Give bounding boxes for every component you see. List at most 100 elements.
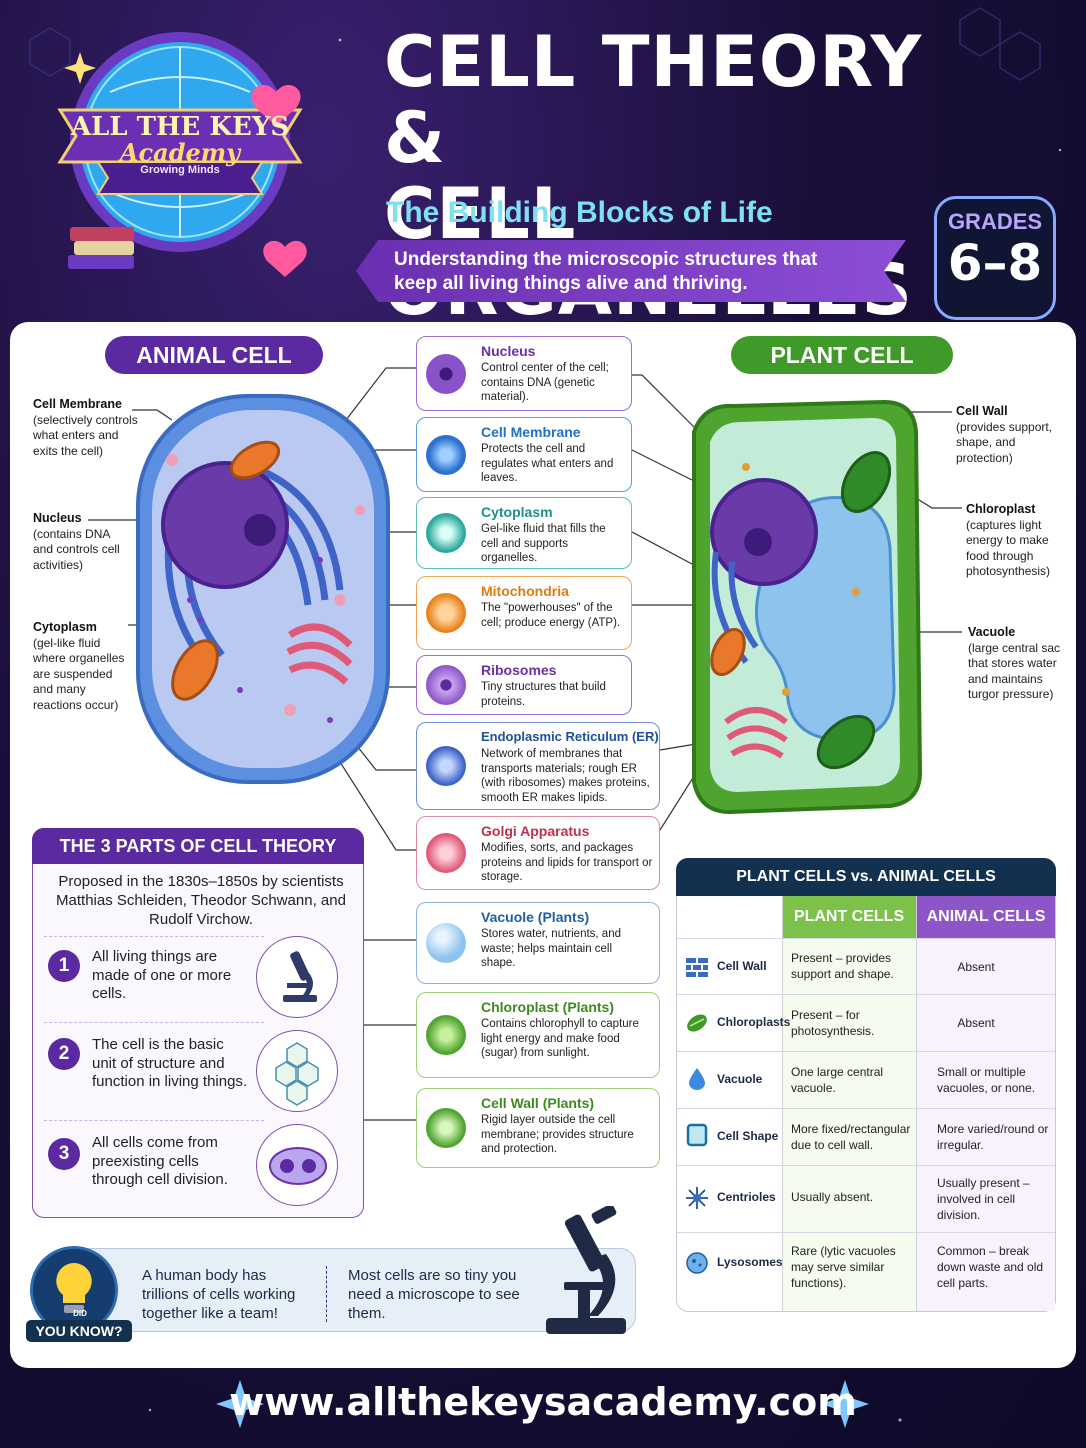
organelle-card-endoplasmic-reticulum: Endoplasmic Reticulum (ER) Network of me… xyxy=(416,722,660,810)
logo-text-academy: Academy xyxy=(119,138,241,167)
row-plant-value: One large central vacuole. xyxy=(791,1065,884,1095)
ribosomes-icon xyxy=(426,665,466,705)
subtitle-banner xyxy=(356,240,906,302)
microscope-icon xyxy=(256,936,338,1018)
microscope-icon xyxy=(546,1206,626,1334)
card-desc: Gel-like fluid that fills the cell and s… xyxy=(481,523,606,564)
card-desc: Network of membranes that transports mat… xyxy=(481,748,650,804)
divider xyxy=(782,896,783,1311)
row-animal-value: Absent xyxy=(957,1016,995,1030)
row-plant-value: Present – provides support and shape. xyxy=(791,951,894,981)
banner-text: Understanding the microscopic structures… xyxy=(394,248,884,296)
plant-label-vacuole: Vacuole (large central sac that stores w… xyxy=(968,625,1068,703)
chloroplast-icon xyxy=(426,1015,466,1055)
organelle-card-nucleus: Nucleus Control center of the cell; cont… xyxy=(416,336,632,411)
label-desc: (gel-like fluid where organelles are sus… xyxy=(33,635,125,712)
grades-badge: GRADES 6–8 xyxy=(934,196,1056,320)
card-desc: Modifies, sorts, and packages proteins a… xyxy=(481,842,653,883)
organelle-card-cell-wall: Cell Wall (Plants) Rigid layer outside t… xyxy=(416,1088,660,1168)
row-feature: Cell Shape xyxy=(717,1129,779,1143)
cell-division-icon xyxy=(256,1124,338,1206)
table-row: Lysosomes Rare (lytic vacuoles may serve… xyxy=(677,1232,1055,1311)
grades-value: 6–8 xyxy=(947,234,1043,292)
card-desc: Protects the cell and regulates what ent… xyxy=(481,443,614,484)
animal-label-cell-membrane: Cell Membrane (selectively controls what… xyxy=(33,397,143,459)
endoplasmic-reticulum-icon xyxy=(426,746,466,786)
academy-logo xyxy=(40,22,330,292)
theory-part-3: All cells come from preexisting cells th… xyxy=(92,1134,228,1188)
golgi-apparatus-icon xyxy=(426,833,466,873)
divider xyxy=(326,1266,327,1322)
chloroplast-icon xyxy=(687,1014,707,1032)
organelle-card-golgi-apparatus: Golgi Apparatus Modifies, sorts, and pac… xyxy=(416,816,660,890)
card-desc: Contains chlorophyll to capture light en… xyxy=(481,1018,639,1059)
plant-cell-title: PLANT CELL xyxy=(731,336,953,374)
label-desc: (provides support, shape, and protection… xyxy=(956,419,1053,465)
row-feature: Cell Wall xyxy=(717,959,767,973)
fact-2: Most cells are so tiny you need a micros… xyxy=(348,1267,520,1322)
card-title: Golgi Apparatus xyxy=(481,823,590,839)
cells-honeycomb-icon xyxy=(256,1030,338,1112)
animal-label-nucleus: Nucleus (contains DNA and controls cell … xyxy=(33,511,123,573)
card-title: Endoplasmic Reticulum (ER) xyxy=(481,729,659,744)
cell-theory-title: THE 3 PARTS OF CELL THEORY xyxy=(32,828,364,864)
label-name: Cell Wall xyxy=(956,404,1008,418)
lysosome-icon xyxy=(686,1252,708,1274)
row-feature: Vacuole xyxy=(717,1072,763,1086)
plant-cell-illustration xyxy=(692,399,922,815)
row-plant-value: Usually absent. xyxy=(791,1190,874,1204)
logo-tagline: Growing Minds xyxy=(140,164,220,176)
card-title: Cell Membrane xyxy=(481,424,581,440)
card-desc: Stores water, nutrients, and waste; help… xyxy=(481,928,621,969)
organelle-card-vacuole: Vacuole (Plants) Stores water, nutrients… xyxy=(416,902,660,984)
divider xyxy=(44,936,264,937)
label-name: Cell Membrane xyxy=(33,397,122,411)
organelle-card-mitochondria: Mitochondria The "powerhouses" of the ce… xyxy=(416,576,632,650)
theory-part-2: The cell is the basic unit of structure … xyxy=(92,1036,248,1090)
plant-label-cell-wall: Cell Wall (provides support, shape, and … xyxy=(956,404,1066,466)
table-row: Cell Shape More fixed/rectangular due to… xyxy=(677,1108,1055,1165)
label-desc: (captures light energy to make food thro… xyxy=(966,517,1051,579)
organelle-card-cell-membrane: Cell Membrane Protects the cell and regu… xyxy=(416,417,632,492)
label-name: Chloroplast xyxy=(966,502,1036,516)
cytoplasm-icon xyxy=(426,513,466,553)
card-title: Cell Wall (Plants) xyxy=(481,1095,595,1111)
label-name: Nucleus xyxy=(33,511,82,525)
website-url[interactable]: www.allthekeysacademy.com xyxy=(229,1380,857,1424)
comparison-title: PLANT CELLS vs. ANIMAL CELLS xyxy=(676,858,1056,896)
row-plant-value: Present – for photosynthesis. xyxy=(791,1008,875,1038)
animal-label-cytoplasm: Cytoplasm (gel-like fluid where organell… xyxy=(33,620,135,713)
card-title: Chloroplast (Plants) xyxy=(481,999,615,1015)
card-desc: Tiny structures that build proteins. xyxy=(481,681,606,708)
card-title: Vacuole (Plants) xyxy=(481,909,590,925)
row-feature: Lysosomes xyxy=(717,1255,783,1269)
label-desc: (contains DNA and controls cell activiti… xyxy=(33,526,120,572)
divider xyxy=(916,896,917,1311)
organelle-card-cytoplasm: Cytoplasm Gel-like fluid that fills the … xyxy=(416,497,632,569)
mitochondria-icon xyxy=(426,593,466,633)
animal-cell-title: ANIMAL CELL xyxy=(105,336,323,374)
table-row: Vacuole One large central vacuole. Small… xyxy=(677,1051,1055,1108)
title-line-1: CELL THEORY & xyxy=(384,21,923,179)
centriole-icon xyxy=(686,1187,708,1209)
label-desc: (large central sac that stores water and… xyxy=(968,640,1061,702)
theory-number-1: 1 xyxy=(48,950,80,982)
label-name: Cytoplasm xyxy=(33,620,97,634)
cell-wall-icon xyxy=(426,1108,466,1148)
water-drop-icon xyxy=(689,1068,705,1090)
row-animal-value: Common – break down waste and old cell p… xyxy=(937,1244,1044,1290)
fact-1: A human body has trillions of cells work… xyxy=(142,1267,296,1322)
card-desc: The "powerhouses" of the cell; produce e… xyxy=(481,602,621,629)
cell-membrane-icon xyxy=(426,434,466,475)
row-animal-value: More varied/round or irregular. xyxy=(937,1122,1049,1152)
plant-label-chloroplast: Chloroplast (captures light energy to ma… xyxy=(966,502,1066,580)
divider xyxy=(44,1120,264,1121)
row-plant-value: Rare (lytic vacuoles may serve similar f… xyxy=(791,1244,896,1290)
card-title: Cytoplasm xyxy=(481,504,553,520)
brick-wall-icon xyxy=(686,958,708,977)
theory-number-3: 3 xyxy=(48,1138,80,1170)
animal-column-bg xyxy=(917,938,1055,1311)
label-name: Vacuole xyxy=(968,625,1016,639)
vacuole-icon xyxy=(426,923,466,963)
lightbulb-badge xyxy=(30,1246,118,1334)
